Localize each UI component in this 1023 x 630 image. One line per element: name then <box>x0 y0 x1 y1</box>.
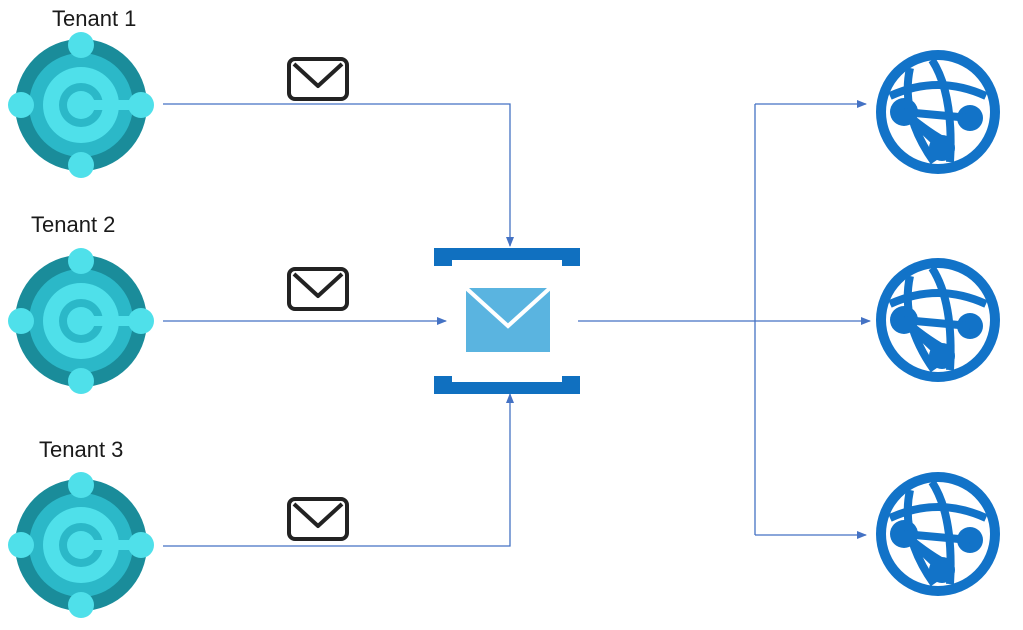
business-central-icon <box>8 32 154 178</box>
business-central-icon <box>8 472 154 618</box>
tenant-2-label: Tenant 2 <box>31 212 116 237</box>
connector-tenant1-to-hub <box>163 103 514 247</box>
envelope-icon <box>287 267 349 311</box>
tenant-1-label: Tenant 1 <box>52 6 137 31</box>
tenant-3-label: Tenant 3 <box>39 437 124 462</box>
envelope-icon <box>287 497 349 541</box>
envelope-icon <box>287 57 349 101</box>
web-app-globe-icon <box>876 258 1000 382</box>
event-grid-mail-icon <box>434 248 580 394</box>
web-app-globe-icon <box>876 50 1000 174</box>
web-app-globe-icon <box>876 472 1000 596</box>
connector-tenant3-to-hub <box>163 393 514 547</box>
business-central-icon <box>8 248 154 394</box>
